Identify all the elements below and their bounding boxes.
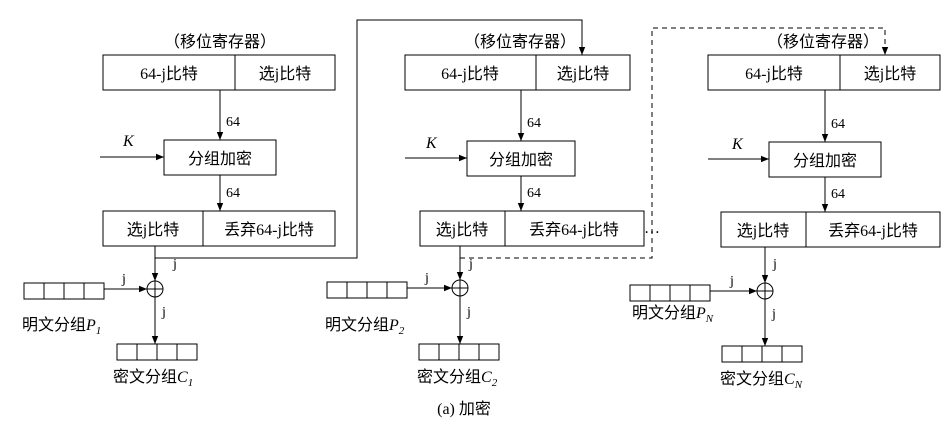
reg-right-cell: 选j比特 [557,65,609,83]
plain-in-label: j [121,272,126,287]
out-right-cell: 丢弃64-j比特 [224,221,314,239]
key-label: K [425,135,438,152]
output-register [102,210,336,247]
reg-right-cell: 选j比特 [864,65,916,83]
ciphertext-label: 密文分组C1 [113,368,193,389]
reg-right-cell: 选j比特 [259,65,311,83]
key-label: K [122,133,135,150]
xor-out-label: j [161,305,166,320]
width-label-bottom: 64 [226,186,240,201]
out-right-cell: 丢弃64-j比特 [529,221,619,239]
feedback-line-1 [155,19,586,259]
ciphertext-block [418,343,500,361]
plaintext-block [629,284,711,302]
key-label: K [731,136,744,153]
shift-register [404,54,631,91]
plaintext-block [326,281,408,299]
caption: (a) 加密 [437,400,491,418]
stage-1: （移位寄存器） 64-j比特 选j比特 64 K 分组加密 64 选j比特 丢弃… [22,33,336,389]
out-left-cell: 选j比特 [436,221,488,239]
out-right-cell: 丢弃64-j比特 [828,222,918,240]
ciphertext-label: 密文分组CN [720,370,803,391]
feedback-label: j [772,257,777,272]
out-left-cell: 选j比特 [127,221,179,239]
plaintext-label: 明文分组P2 [325,316,405,337]
plaintext-block [23,282,105,300]
reg-left-cell: 64-j比特 [745,65,803,83]
feedback-label: j [172,257,177,272]
width-label-bottom: 64 [831,187,845,202]
width-label-top: 64 [226,115,240,130]
plaintext-label: 明文分组PN [632,304,714,325]
stage-2: （移位寄存器） 64-j比特 选j比特 64 K 分组加密 64 选j比特 丢弃… [325,33,645,389]
register-label: （移位寄存器） [464,33,576,51]
block-cipher-box [768,141,882,178]
ciphertext-label: 密文分组C2 [417,368,498,389]
block-cipher-label: 分组加密 [793,152,857,170]
reg-left-cell: 64-j比特 [441,65,499,83]
block-cipher-label: 分组加密 [489,151,553,169]
shift-register [707,54,941,91]
plain-in-label: j [424,271,429,286]
width-label-bottom: 64 [527,186,541,201]
feedback-line-2 [460,27,889,259]
plain-in-label: j [729,274,734,289]
register-label: （移位寄存器） [767,33,879,51]
output-register [720,211,941,248]
reg-left-cell: 64-j比特 [140,65,198,83]
width-label-top: 64 [831,117,845,132]
ciphertext-block [721,345,803,363]
stage-n: （移位寄存器） 64-j比特 选j比特 64 K 分组加密 64 选j比特 丢弃… [629,33,941,391]
out-left-cell: 选j比特 [737,222,789,240]
plaintext-label: 明文分组P1 [22,316,101,337]
shift-register [102,54,336,91]
output-register [419,210,645,247]
block-cipher-box [163,139,277,176]
ellipsis: … [644,220,660,237]
feedback-label: j [468,257,473,272]
ciphertext-block [116,343,198,361]
register-label: （移位寄存器） [164,33,276,51]
xor-out-label: j [466,305,471,320]
block-cipher-label: 分组加密 [188,150,252,168]
width-label-top: 64 [527,116,541,131]
xor-out-label: j [771,307,776,322]
